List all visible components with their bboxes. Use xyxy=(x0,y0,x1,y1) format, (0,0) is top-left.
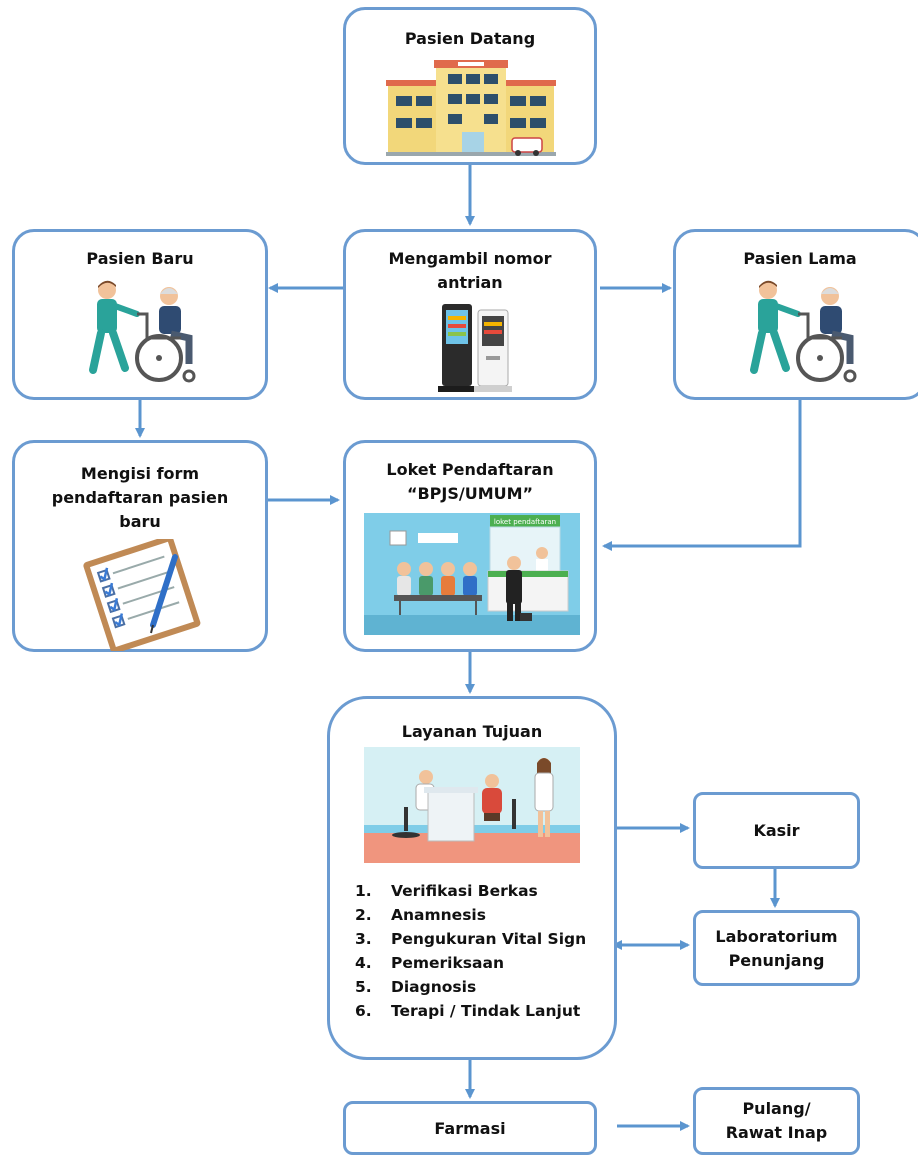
node-farmasi: Farmasi xyxy=(343,1101,597,1155)
node-laboratorium-penunjang: Laboratorium Penunjang xyxy=(693,910,860,986)
node-laboratorium-line-1: Laboratorium xyxy=(715,927,838,946)
node-pulang-rawat-inap: Pulang/ Rawat Inap xyxy=(693,1087,860,1155)
node-mengambil-nomor-antrian-line-2: antrian xyxy=(437,273,503,292)
node-pasien-datang: Pasien Datang xyxy=(343,7,597,165)
hospital-building-icon xyxy=(386,60,556,156)
clipboard-form-icon xyxy=(83,539,201,651)
node-pasien-lama: Pasien Lama xyxy=(673,229,918,400)
node-pasien-baru-label: Pasien Baru xyxy=(86,249,194,268)
node-mengisi-form-line-1: Mengisi form xyxy=(80,464,200,483)
node-kasir-label: Kasir xyxy=(753,821,800,840)
node-pasien-baru: Pasien Baru xyxy=(12,229,268,400)
list-item: 4.Pemeriksaan xyxy=(355,954,504,972)
list-item: 2.Anamnesis xyxy=(355,906,486,924)
node-layanan-tujuan-label: Layanan Tujuan xyxy=(401,722,543,741)
node-kasir: Kasir xyxy=(693,792,860,869)
node-loket-line-1: Loket Pendaftaran xyxy=(386,460,554,479)
list-item: 6.Terapi / Tindak Lanjut xyxy=(355,1002,581,1020)
node-pulang-line-2: Rawat Inap xyxy=(725,1123,828,1142)
node-layanan-tujuan: Layanan Tujuan 1.Verifikasi Berkas 2.Ana… xyxy=(327,696,617,1060)
node-mengisi-form: Mengisi form pendaftaran pasien baru xyxy=(12,440,268,652)
nurse-wheelchair-icon xyxy=(89,280,196,383)
queue-kiosk-icon xyxy=(438,304,512,392)
node-mengambil-nomor-antrian-line-1: Mengambil nomor xyxy=(388,249,552,268)
node-mengisi-form-line-2: pendaftaran pasien xyxy=(51,488,229,507)
node-laboratorium-line-2: Penunjang xyxy=(728,951,825,970)
arrow-lama-to-loket xyxy=(602,400,802,551)
loket-sign-text: loket pendaftaran xyxy=(494,518,556,526)
node-pasien-datang-label: Pasien Datang xyxy=(404,29,536,48)
nurse-wheelchair-icon xyxy=(750,280,857,383)
node-pasien-lama-label: Pasien Lama xyxy=(743,249,857,268)
list-item: 3.Pengukuran Vital Sign xyxy=(355,930,587,948)
registration-counter-icon: loket pendaftaran xyxy=(364,513,580,635)
node-mengisi-form-line-3: baru xyxy=(119,512,161,531)
layanan-steps-list: 1.Verifikasi Berkas 2.Anamnesis 3.Penguk… xyxy=(355,879,586,1023)
list-item: 5.Diagnosis xyxy=(355,978,477,996)
node-loket-line-2: “BPJS/UMUM” xyxy=(406,484,534,503)
node-farmasi-label: Farmasi xyxy=(434,1119,506,1138)
node-mengambil-nomor-antrian: Mengambil nomor antrian xyxy=(343,229,597,400)
node-loket-pendaftaran: Loket Pendaftaran “BPJS/UMUM” loket pend… xyxy=(343,440,597,652)
doctor-consultation-icon xyxy=(364,747,580,863)
list-item: 1.Verifikasi Berkas xyxy=(355,882,538,900)
node-pulang-line-1: Pulang/ xyxy=(742,1099,811,1118)
